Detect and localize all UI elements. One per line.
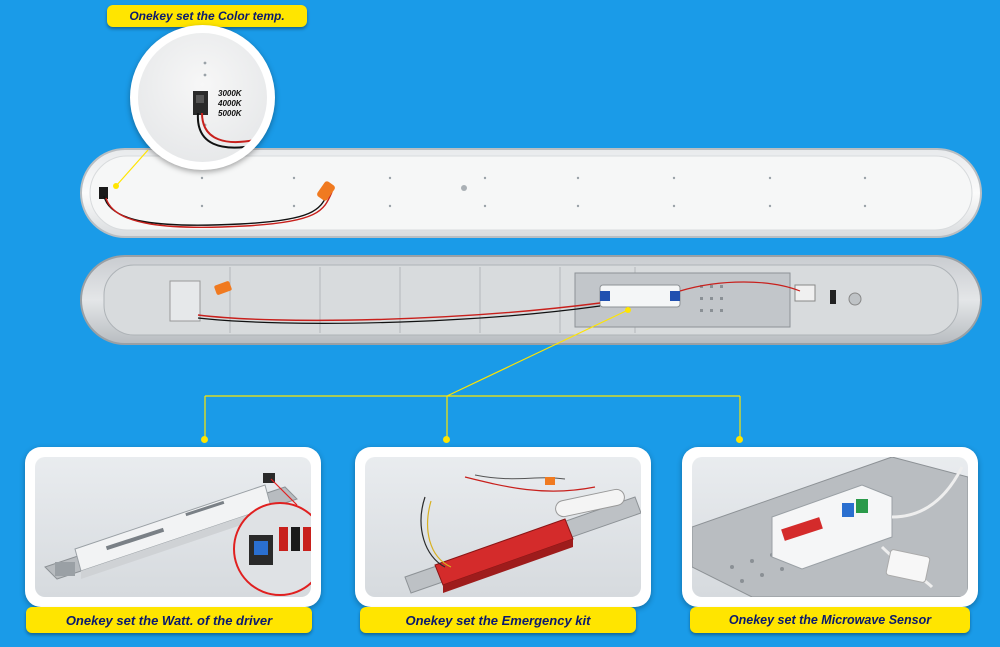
kelvin-4000: 4000K — [218, 99, 242, 108]
kelvin-3000: 3000K — [218, 89, 242, 98]
emergency-kit-label: Onekey set the Emergency kit — [360, 607, 636, 633]
microwave-sensor-image — [692, 457, 968, 597]
driver-card — [25, 447, 321, 607]
driver-watt-label: Onekey set the Watt. of the driver — [26, 607, 312, 633]
kelvin-5000: 5000K — [218, 109, 242, 118]
microwave-sensor-card — [682, 447, 978, 607]
color-temp-label: Onekey set the Color temp. — [107, 5, 307, 27]
fixture-housing-graphic — [80, 255, 982, 345]
connector-dot-driver — [201, 436, 208, 443]
color-temp-zoom: 3000K 4000K 5000K — [130, 25, 275, 170]
microwave-sensor-label: Onekey set the Microwave Sensor — [690, 607, 970, 633]
emergency-kit-card — [355, 447, 651, 607]
fixture-housing — [80, 255, 982, 345]
connector-dot-sensor — [736, 436, 743, 443]
connector-dot-emergency — [443, 436, 450, 443]
driver-image — [44, 473, 311, 596]
emergency-kit-image — [404, 474, 641, 594]
fixture-cover — [80, 148, 982, 238]
fixture-cover-graphic — [80, 148, 982, 238]
